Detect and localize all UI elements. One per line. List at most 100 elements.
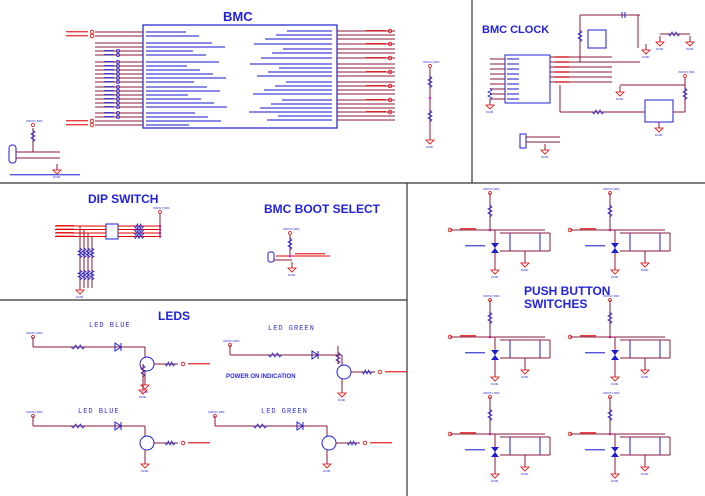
power-on-indication-note: POWER ON INDICATION [226,374,296,380]
resistor [88,269,96,281]
resistor [607,311,613,325]
test-point [116,101,120,105]
net-label: VDD3V3_BMC [26,332,43,335]
ground-symbol [140,384,150,390]
led-diode [296,421,304,431]
led-label-green-1: LED GREEN [268,325,315,333]
label-text [580,432,596,434]
resistor [591,109,605,115]
net-label: DGND [616,98,624,101]
net-label: VDD3V3_BMC [26,120,43,123]
label-text [104,94,114,96]
label-text [146,54,206,56]
ground-symbol [640,262,650,268]
resistor [30,129,36,143]
label-text [146,42,212,44]
test-point [116,53,120,57]
label-text [10,174,80,176]
header-connector [519,133,527,149]
resistor [70,344,86,350]
ground-symbol [640,369,650,375]
ground-symbol [654,127,664,133]
offpage-connector [567,227,573,233]
test-point [116,60,120,64]
label-text [56,235,74,237]
junction-dot [288,254,292,258]
label-text [146,65,187,67]
test-point [116,111,120,115]
push-buttons-title-line1: PUSH BUTTON [524,284,611,298]
push-button-switch [629,339,661,359]
ground-symbol [520,369,530,375]
net-label: VDD3V3_BMC [26,411,43,414]
offpage-connector [447,227,453,233]
resistor [577,29,583,43]
label-text [460,228,476,230]
led-diode [311,350,319,360]
resistor [164,439,176,447]
test-point [116,68,120,72]
offpage-connector [447,431,453,437]
label-text [254,43,332,45]
label-text [465,245,485,247]
label-text [104,77,114,79]
mosfet [321,435,337,451]
offpage-connector [180,361,186,367]
label-text [366,85,386,87]
oscillator-chip [644,99,674,123]
net-label: VDD3V3_BMC [603,295,620,298]
resistor [487,408,493,422]
label-text [366,99,386,101]
push-button-switch [509,339,541,359]
section-title-bmc: BMC [223,9,253,24]
resistor [133,233,145,240]
offpage-connector [387,97,393,103]
dip-switch [105,223,119,240]
ground-symbol [490,376,500,382]
net-label: DGND [76,296,84,299]
label-text [56,225,74,227]
label-text [104,65,114,67]
ground-symbol [337,392,347,398]
ground-symbol [640,466,650,472]
push-buttons-title-line2: SWITCHES [524,297,588,311]
tvs-diode [611,350,619,360]
label-text [66,120,88,122]
label-text [253,93,332,95]
resistor [140,364,146,378]
net-label: VDD3V3_BMC [283,228,300,231]
junction-dot [428,96,432,100]
net-label: DGND [491,480,499,483]
net-label: DGND [521,269,529,272]
test-point [116,49,120,53]
resistor [667,31,681,37]
resistor [252,423,268,429]
label-text [104,116,114,118]
label-text [66,31,88,33]
tvs-diode [611,447,619,457]
resistor [267,352,283,358]
net-label: DGND [521,473,529,476]
net-label: DGND [288,274,296,277]
label-text [272,52,332,54]
label-text [66,124,88,126]
header-connector [267,251,275,263]
label-text [104,106,114,108]
label-text [366,71,386,73]
ground-symbol [138,389,148,395]
ground-symbol [140,463,150,469]
label-text [580,228,596,230]
label-text [146,81,194,83]
test-point [116,85,120,89]
offpage-connector [387,28,393,34]
net-label: DGND [656,48,664,51]
label-text [460,432,476,434]
test-point [116,105,120,109]
net-label: DGND [521,376,529,379]
resistor [88,247,96,259]
offpage-connector [567,431,573,437]
label-text [507,58,519,60]
test-point [116,89,120,93]
resistor [427,75,433,89]
